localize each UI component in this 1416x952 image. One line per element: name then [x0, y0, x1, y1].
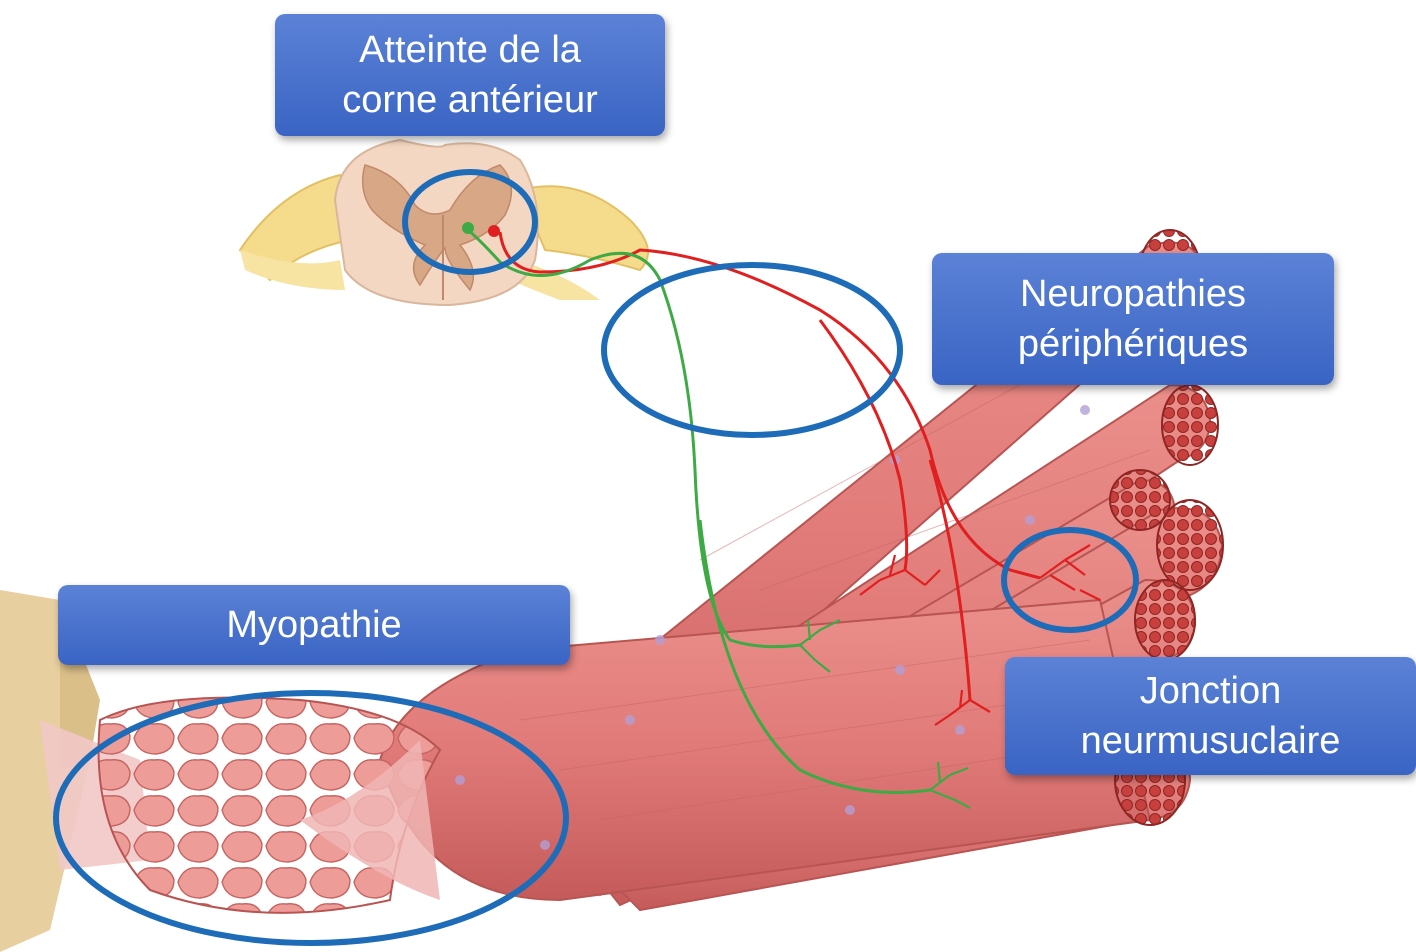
- label-neuropathies-line1: Neuropathies: [1020, 269, 1246, 319]
- peripheral-nerve-ring: [604, 265, 900, 435]
- green-neuron-cell-body: [462, 222, 474, 234]
- label-anterior-horn-line2: corne antérieur: [342, 75, 598, 125]
- spinal-cord-section: [240, 140, 648, 305]
- label-myopathie-text: Myopathie: [226, 600, 401, 650]
- label-anterior-horn: Atteinte de la corne antérieur: [275, 14, 665, 136]
- label-neuropathies-line2: périphériques: [1018, 319, 1248, 369]
- muscle-cross-section: [99, 698, 440, 913]
- label-jonction: Jonction neurmusuclaire: [1005, 657, 1416, 775]
- label-anterior-horn-line1: Atteinte de la: [359, 25, 581, 75]
- red-neuron-cell-body: [488, 225, 500, 237]
- label-jonction-line2: neurmusuclaire: [1081, 716, 1341, 766]
- label-neuropathies: Neuropathies périphériques: [932, 253, 1334, 385]
- label-jonction-line1: Jonction: [1140, 666, 1282, 716]
- label-myopathie: Myopathie: [58, 585, 570, 665]
